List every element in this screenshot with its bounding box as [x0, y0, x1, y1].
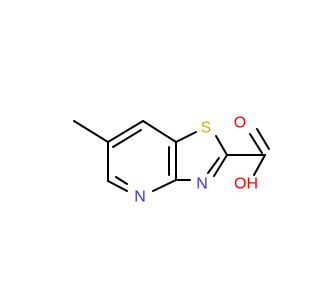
bond-s1-c2	[215, 135, 228, 156]
thiazole-nitrogen-label: N	[196, 176, 208, 193]
sulfur-atom-label: S	[201, 120, 212, 137]
pyridine-nitrogen-label: N	[134, 189, 146, 206]
bond-c7-c6	[107, 120, 144, 143]
bond-c2-n3-inner	[207, 157, 220, 174]
bond-c-o-double-a	[249, 133, 263, 154]
bond-c7-c6-inner	[112, 129, 142, 148]
structure-canvas: S N N O OH	[73, 114, 270, 206]
carbonyl-oxygen-label: O	[234, 115, 246, 132]
bond-c7a-s1	[175, 131, 197, 143]
methyl-bond	[73, 120, 109, 143]
hydroxyl-label: OH	[234, 176, 258, 193]
bond-c2-n3	[213, 154, 228, 177]
bond-c-o-double-b	[256, 128, 270, 150]
bond-c-oh	[253, 154, 266, 176]
molecule-diagram: S N N O OH	[73, 115, 270, 206]
bond-n4-c3a	[152, 179, 177, 192]
pyridine-ring	[107, 120, 177, 192]
bond-c7a-c7	[142, 120, 177, 143]
bond-c5-n4	[107, 180, 128, 192]
thiazole-ring	[175, 131, 228, 181]
bond-c5-n4-inner	[115, 176, 128, 185]
carboxylic-acid-group	[226, 128, 270, 176]
